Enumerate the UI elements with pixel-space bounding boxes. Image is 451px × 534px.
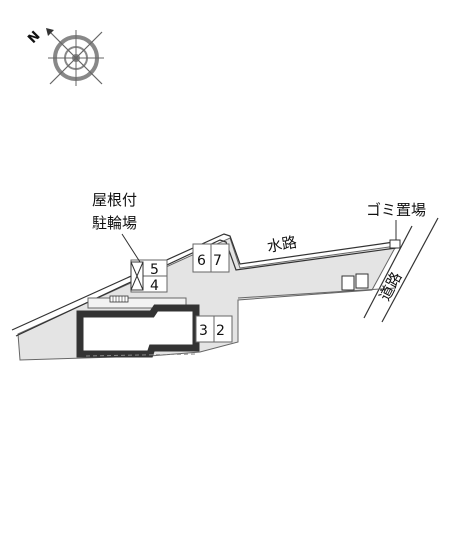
site-boundary-line xyxy=(237,287,397,299)
meter-box xyxy=(109,295,129,303)
covered-bicycle-parking-label-2: 駐輪場 xyxy=(92,214,137,232)
ancillary-strip xyxy=(87,297,187,309)
bicycle-label-leader xyxy=(121,233,141,263)
parking-number-4: 4 xyxy=(150,278,159,294)
parking-number-2: 2 xyxy=(216,323,225,339)
compass-north-label: N xyxy=(25,29,43,47)
main-building xyxy=(76,304,200,358)
compass-rose-icon xyxy=(46,28,104,86)
garbage-area-label: ゴミ置場 xyxy=(366,201,426,219)
parking-number-3: 3 xyxy=(199,323,208,339)
road xyxy=(363,217,439,323)
covered-bicycle-parking-label-1: 屋根付 xyxy=(92,191,137,209)
bicycle-parking xyxy=(130,259,168,293)
lot-structure xyxy=(355,273,369,289)
building-balcony-line xyxy=(85,353,197,357)
parking-number-5: 5 xyxy=(150,262,159,278)
parking-number-7: 7 xyxy=(213,253,222,269)
waterway-label: 水路 xyxy=(266,233,299,256)
parking-number-6: 6 xyxy=(197,253,206,269)
lot-structure xyxy=(341,275,355,291)
garbage-area-box xyxy=(389,239,401,249)
